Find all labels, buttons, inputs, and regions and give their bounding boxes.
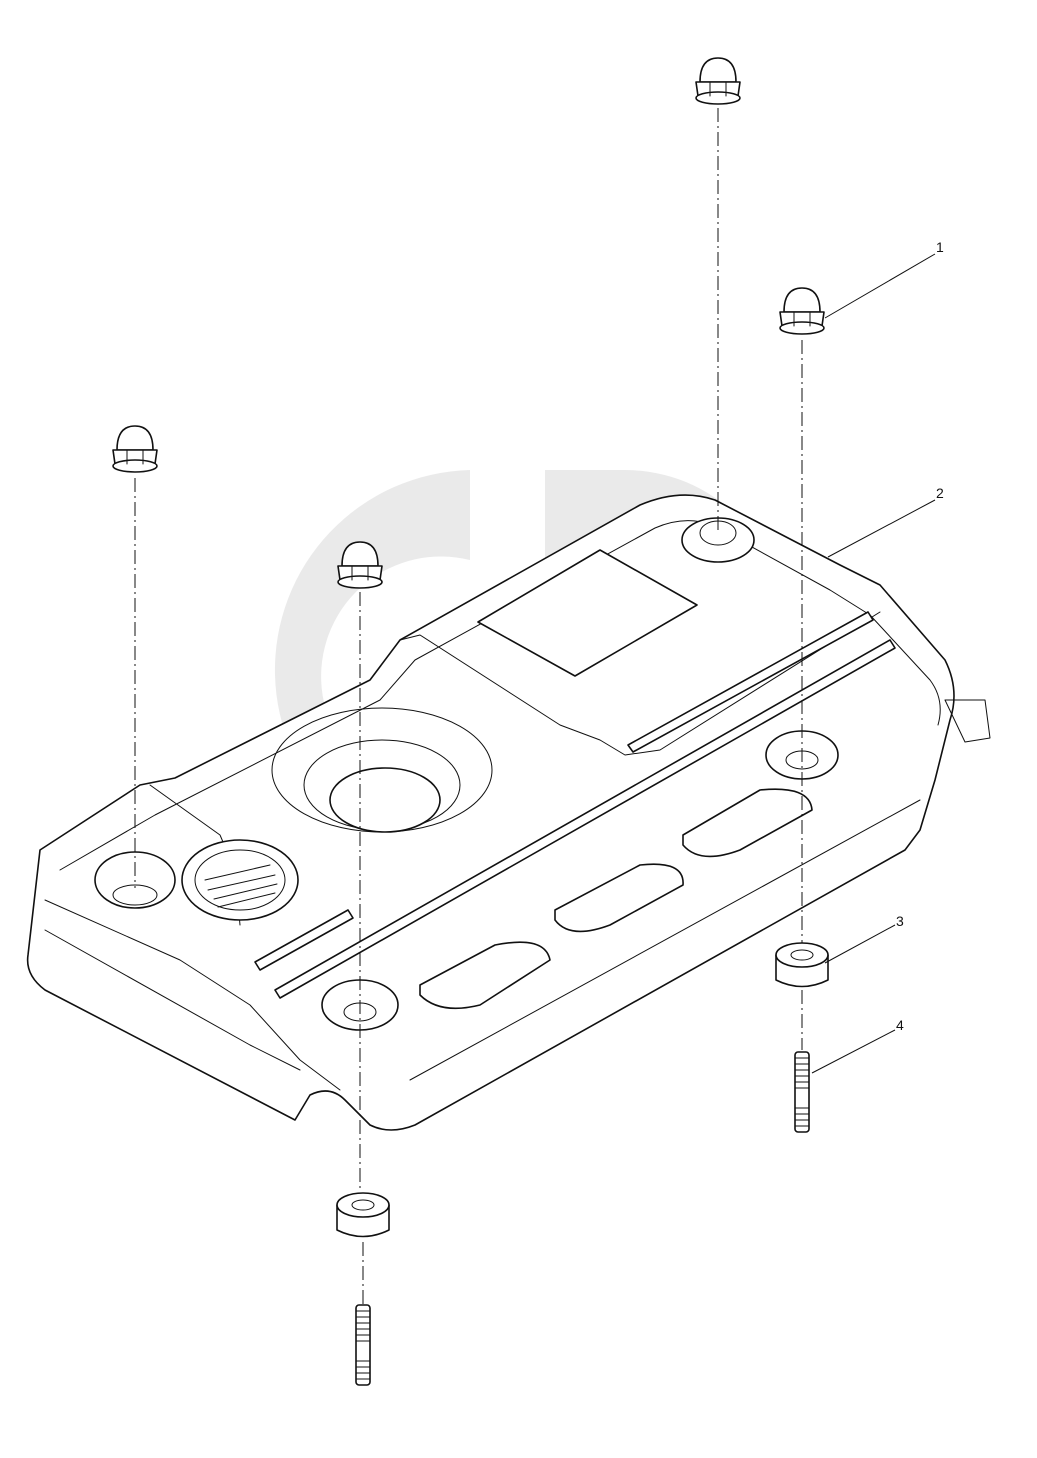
cover-rib-lower [274, 639, 896, 999]
acorn-cap-nut-right[interactable] [779, 287, 825, 335]
cover-pocket-3 [682, 788, 813, 858]
cover-rib-left [254, 909, 354, 971]
threaded-stud-right[interactable] [794, 1051, 810, 1133]
callout-3: 3 [824, 913, 904, 964]
callout-2: 2 [827, 485, 944, 558]
spacer-bushing-right[interactable] [775, 942, 829, 988]
callout-4: 4 [811, 1017, 904, 1074]
cover-rib-upper [627, 611, 874, 753]
assembly-centerlines [134, 108, 803, 1305]
callout-2-label: 2 [936, 485, 944, 501]
callout-1: 1 [824, 239, 944, 319]
acorn-cap-nut-left[interactable] [112, 425, 158, 473]
acorn-cap-nut-top[interactable] [695, 57, 741, 105]
cover-outline [26, 494, 955, 1131]
spacer-bushing-left[interactable] [336, 1192, 390, 1238]
threaded-stud-left[interactable] [355, 1304, 371, 1386]
cover-label-plate [477, 549, 698, 677]
vent-grille [181, 839, 299, 921]
cover-pocket-2 [554, 863, 684, 933]
callout-1-label: 1 [936, 239, 944, 255]
cover-pocket-1 [419, 941, 551, 1010]
oil-filler-opening [329, 767, 441, 833]
acorn-cap-nut-center[interactable] [337, 541, 383, 589]
callout-3-label: 3 [896, 913, 904, 929]
engine-cover[interactable] [26, 494, 991, 1131]
callout-4-label: 4 [896, 1017, 904, 1033]
